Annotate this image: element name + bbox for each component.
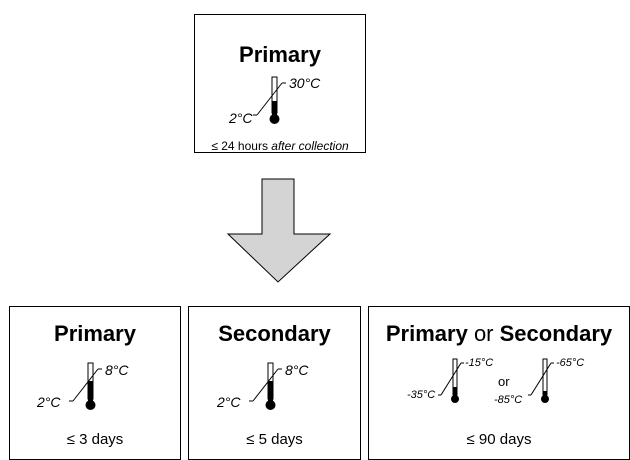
thermometer-icon: [253, 76, 286, 124]
top-duration-prefix: ≤ 24 hours: [211, 139, 268, 153]
secondary-storage-box: Secondary 8°C 2°C ≤ 5 days: [188, 306, 361, 460]
top-temp-low: 2°C: [229, 110, 253, 126]
either-box-title: Primary or Secondary: [369, 323, 629, 345]
top-duration: ≤ 24 hours after collection: [195, 140, 365, 152]
top-temp-high: 30°C: [289, 75, 321, 91]
or-label: or: [498, 374, 510, 389]
top-duration-suffix: after collection: [271, 139, 349, 153]
primary-or-secondary-storage-box: Primary or Secondary -15°C -35°C or -65°…: [368, 306, 630, 460]
right-temp-high: -65°C: [556, 357, 585, 369]
secondary-temp-low: 2°C: [217, 394, 241, 410]
thermometer-icon: [528, 358, 554, 403]
left-temp-low: -35°C: [407, 389, 436, 401]
left-temp-high: -15°C: [465, 357, 494, 369]
primary-box-title: Primary: [54, 321, 136, 346]
primary-duration: ≤ 3 days: [66, 431, 124, 448]
either-title-secondary: Secondary: [499, 321, 613, 346]
primary-temp-low: 2°C: [37, 394, 61, 410]
secondary-box-title: Secondary: [218, 321, 331, 346]
right-temp-low: -85°C: [494, 394, 523, 406]
thermometer-icon: [438, 358, 464, 403]
either-title-or: or: [473, 321, 494, 346]
top-box-title: Primary: [239, 42, 321, 67]
either-title-primary: Primary: [385, 321, 468, 346]
primary-temp-high: 8°C: [105, 362, 129, 378]
primary-storage-box: Primary 8°C 2°C ≤ 3 days: [9, 306, 181, 460]
secondary-duration: ≤ 5 days: [246, 431, 303, 448]
secondary-temp-high: 8°C: [285, 362, 309, 378]
top-storage-box: Primary 30°C 2°C ≤ 24 hours after collec…: [194, 14, 366, 153]
thermometer-icon: [249, 362, 282, 410]
either-duration: ≤ 90 days: [466, 431, 532, 448]
thermometer-icon: [69, 362, 102, 410]
